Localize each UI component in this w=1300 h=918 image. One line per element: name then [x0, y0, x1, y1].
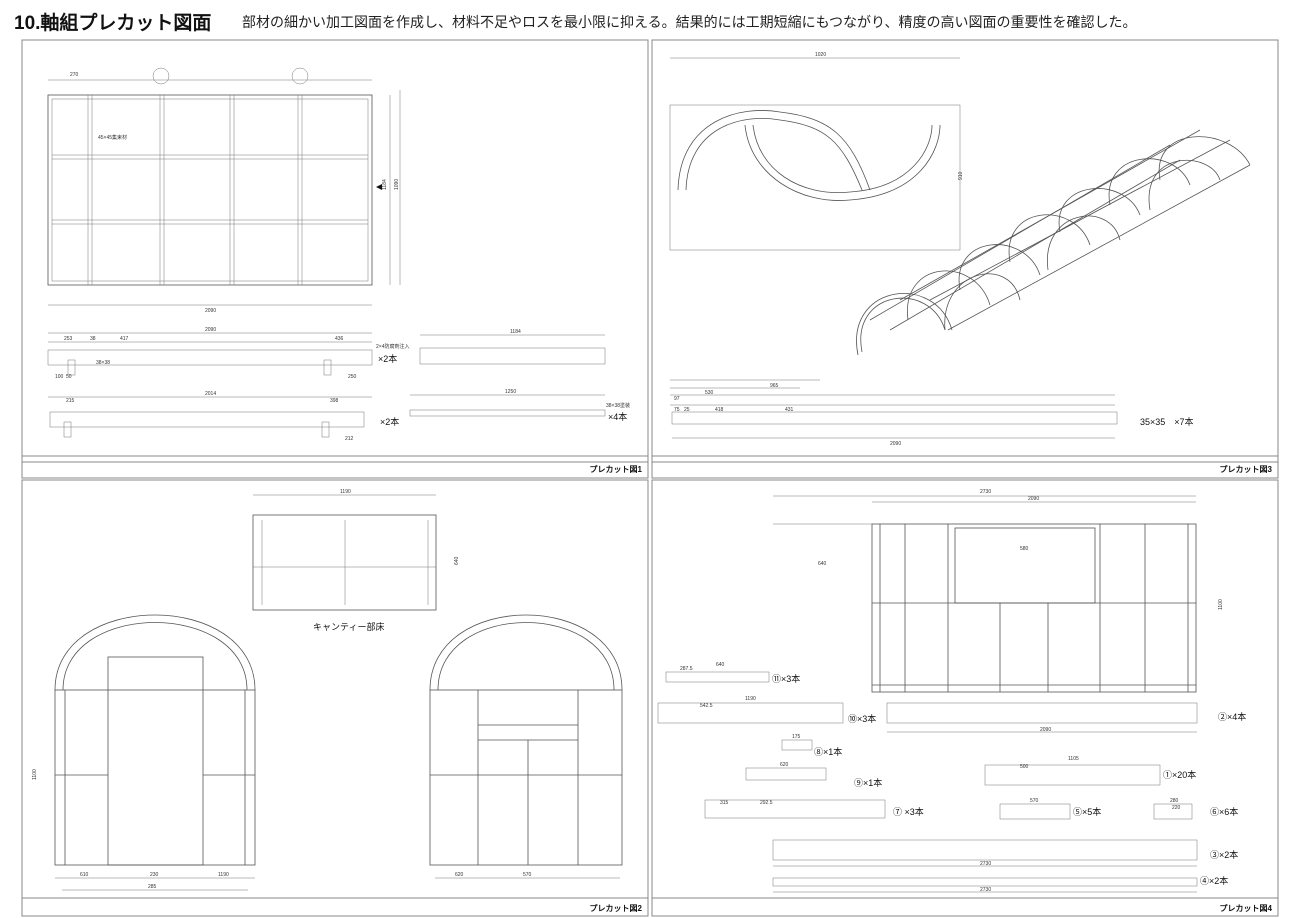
svg-text:×2本: ×2本: [380, 416, 399, 427]
svg-text:1090: 1090: [394, 179, 400, 190]
svg-text:38×38: 38×38: [96, 360, 110, 366]
svg-text:②×4本: ②×4本: [1218, 711, 1246, 722]
svg-text:500: 500: [1020, 764, 1029, 770]
panel-caption: プレカット図2: [590, 903, 643, 913]
svg-text:⑩×3本: ⑩×3本: [848, 713, 876, 724]
svg-text:⑤×5本: ⑤×5本: [1073, 806, 1101, 817]
svg-text:580: 580: [1020, 546, 1029, 552]
svg-text:100: 100: [55, 374, 64, 380]
svg-text:2×4防腐剤注入: 2×4防腐剤注入: [376, 343, 409, 350]
svg-text:215: 215: [66, 398, 75, 404]
svg-text:2090: 2090: [205, 327, 216, 333]
svg-text:2730: 2730: [980, 489, 991, 495]
panel-caption: プレカット図1: [590, 464, 643, 474]
svg-text:75: 75: [674, 407, 680, 413]
svg-text:⑧×1本: ⑧×1本: [814, 746, 842, 757]
svg-text:417: 417: [120, 336, 129, 342]
svg-text:620: 620: [455, 872, 464, 878]
svg-text:570: 570: [523, 872, 532, 878]
svg-text:640: 640: [716, 662, 725, 668]
svg-text:1020: 1020: [815, 52, 826, 58]
svg-text:1190: 1190: [218, 872, 229, 878]
roof-3d-view: [856, 129, 1251, 356]
svg-text:280: 280: [1170, 798, 1179, 804]
svg-text:1100: 1100: [1218, 599, 1224, 610]
svg-text:キャンティー部床: キャンティー部床: [313, 621, 384, 632]
svg-text:2090: 2090: [890, 441, 901, 447]
svg-text:1100: 1100: [32, 769, 38, 780]
svg-text:1105: 1105: [1068, 756, 1079, 762]
svg-text:270: 270: [70, 72, 79, 78]
svg-text:910: 910: [958, 171, 964, 180]
svg-text:640: 640: [818, 561, 827, 567]
svg-text:2090: 2090: [1040, 727, 1051, 733]
svg-text:230: 230: [150, 872, 159, 878]
svg-text:⑨×1本: ⑨×1本: [854, 777, 882, 788]
svg-text:640: 640: [454, 556, 460, 565]
svg-text:2014: 2014: [205, 391, 216, 397]
panel-1: プレカット図1 270 2090 1184 1090 45×45集束材 2090…: [21, 39, 649, 479]
svg-text:×4本: ×4本: [608, 411, 627, 422]
svg-text:398: 398: [330, 398, 339, 404]
svg-text:292.5: 292.5: [760, 800, 773, 806]
svg-text:50: 50: [66, 374, 72, 380]
panel-3: プレカット図3 1020 910 97 965 530 97 75 25 418…: [651, 39, 1279, 479]
svg-text:2730: 2730: [980, 861, 991, 867]
svg-text:⑪×3本: ⑪×3本: [772, 673, 800, 684]
svg-text:570: 570: [1030, 798, 1039, 804]
svg-text:97: 97: [674, 396, 680, 402]
svg-text:45×45集束材: 45×45集束材: [98, 134, 127, 141]
page-title: 10.軸組プレカット図面: [14, 13, 212, 34]
svg-text:1190: 1190: [745, 696, 756, 702]
svg-text:620: 620: [780, 762, 789, 768]
svg-text:2090: 2090: [205, 308, 216, 314]
svg-text:⑦ ×3本: ⑦ ×3本: [893, 806, 924, 817]
svg-text:436: 436: [335, 336, 344, 342]
svg-text:253: 253: [64, 336, 73, 342]
svg-text:35×35 ×7本: 35×35 ×7本: [1140, 416, 1194, 427]
panel-caption: プレカット図4: [1220, 903, 1273, 913]
svg-text:④×2本: ④×2本: [1200, 875, 1228, 886]
svg-text:530: 530: [705, 390, 714, 396]
svg-text:2090: 2090: [1028, 496, 1039, 502]
svg-text:431: 431: [785, 407, 794, 413]
svg-text:250: 250: [348, 374, 357, 380]
panel-4: プレカット図4 2730 2090 640 580 1100 640 287.5…: [651, 479, 1279, 917]
svg-text:38: 38: [90, 336, 96, 342]
svg-text:418: 418: [715, 407, 724, 413]
svg-text:①×20本: ①×20本: [1163, 769, 1196, 780]
page-description: 部材の細かい加工図面を作成し、材料不足やロスを最小限に抑える。結果的には工期短縮…: [242, 14, 1137, 30]
svg-text:287.5: 287.5: [680, 666, 693, 672]
svg-text:1190: 1190: [340, 489, 351, 495]
svg-text:220: 220: [1172, 805, 1181, 811]
svg-text:③×2本: ③×2本: [1210, 849, 1238, 860]
svg-text:2730: 2730: [980, 887, 991, 893]
svg-text:285: 285: [148, 884, 157, 890]
svg-text:×2本: ×2本: [378, 353, 397, 364]
svg-text:542.5: 542.5: [700, 703, 713, 709]
svg-text:1250: 1250: [505, 389, 516, 395]
svg-text:965: 965: [770, 383, 779, 389]
panel-caption: プレカット図3: [1220, 464, 1273, 474]
svg-text:610: 610: [80, 872, 89, 878]
svg-text:25: 25: [684, 407, 690, 413]
svg-text:315: 315: [720, 800, 729, 806]
svg-text:1184: 1184: [382, 179, 388, 190]
svg-text:175: 175: [792, 734, 801, 740]
svg-text:1184: 1184: [510, 329, 521, 335]
svg-text:38×38塗装: 38×38塗装: [606, 402, 630, 409]
panel-2: プレカット図2 1190 640 キャンティー部床 610 230 1190 2…: [21, 479, 649, 917]
svg-text:⑥×6本: ⑥×6本: [1210, 806, 1238, 817]
svg-text:212: 212: [345, 436, 354, 442]
